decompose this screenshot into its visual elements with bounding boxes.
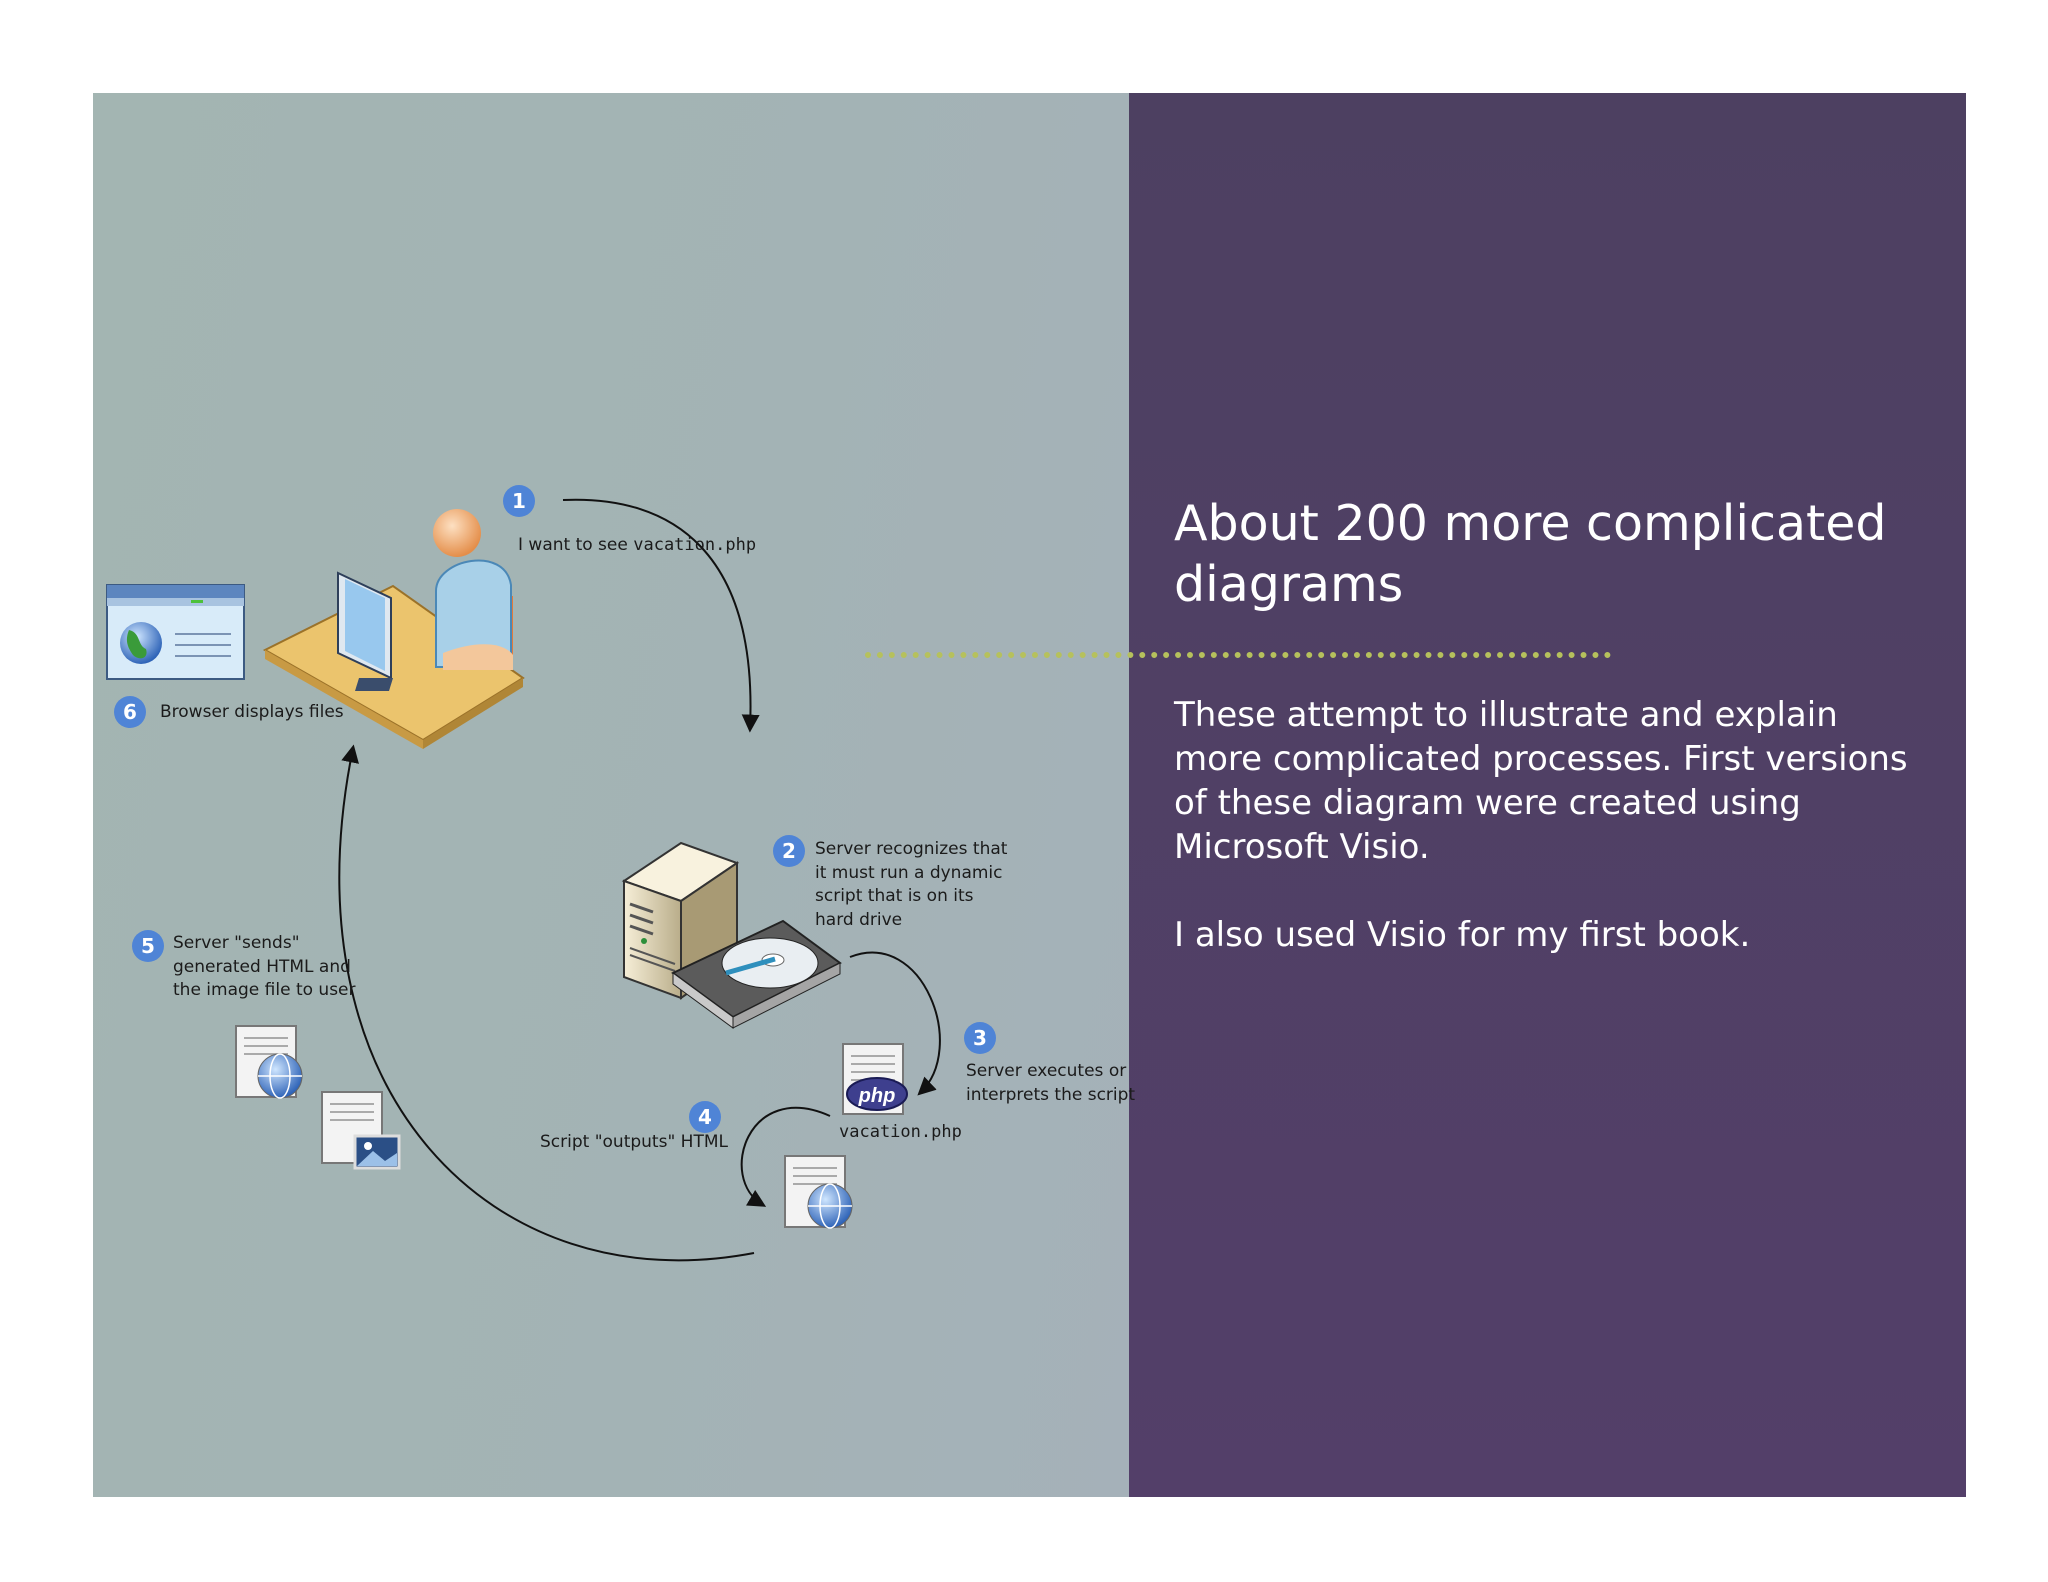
dotted-divider (865, 652, 1611, 658)
step-3-badge: 3 (964, 1022, 996, 1054)
html-document-icon (784, 1155, 853, 1229)
php-file-label: vacation.php (839, 1122, 962, 1142)
step-1-filename: vacation.php (633, 535, 757, 555)
step-5-label: Server "sends" generated HTML and the im… (173, 932, 356, 1003)
step-3-label: Server executes or interprets the script (966, 1060, 1135, 1107)
step-1-label: I want to see vacation.php (518, 534, 756, 558)
sent-html-document-icon (235, 1025, 303, 1099)
browser-window-icon (106, 584, 245, 680)
step-5-line: Server "sends" (173, 933, 300, 953)
step-5-badge: 5 (132, 930, 164, 962)
step-2-line: script that is on its (815, 886, 974, 906)
step-6-badge: 6 (114, 696, 146, 728)
step-2-line: it must run a dynamic (815, 862, 1003, 883)
text-panel (1129, 93, 1966, 1497)
sent-image-file-icon (321, 1091, 401, 1170)
step-2-badge: 2 (773, 835, 805, 867)
slide-title: About 200 more complicated diagrams (1174, 495, 1887, 613)
body-paragraph: These attempt to illustrate and explain … (1174, 695, 1908, 867)
step-5-line: generated HTML and (173, 956, 351, 977)
step-2-label: Server recognizes that it must run a dyn… (815, 838, 1007, 932)
step-4-badge: 4 (689, 1101, 721, 1133)
arrow-server-to-script (849, 951, 941, 1096)
step-1-badge: 1 (503, 485, 535, 517)
step-2-line: Server recognizes that (815, 839, 1008, 859)
arrow-html-to-browser (338, 744, 755, 1262)
step-2-line: hard drive (815, 909, 903, 930)
step-3-line: interprets the script (966, 1084, 1136, 1105)
user-at-desk-icon (262, 509, 525, 749)
slide: php (93, 93, 1966, 1497)
diagram-panel (93, 93, 1129, 1497)
step-5-line: the image file to user (173, 980, 356, 1000)
step-1-text: I want to see (518, 535, 634, 555)
process-diagram: php (106, 498, 941, 1262)
php-logo-text: php (858, 1085, 896, 1107)
php-file-icon: php (842, 1043, 908, 1115)
step-3-line: Server executes or (966, 1061, 1127, 1081)
body-text: These attempt to illustrate and explain … (1174, 693, 1934, 957)
body-paragraph: I also used Visio for my first book. (1174, 915, 1751, 955)
step-6-label: Browser displays files (160, 702, 344, 722)
arrow-script-to-html (740, 1107, 831, 1207)
step-4-label: Script "outputs" HTML (540, 1132, 728, 1152)
server-icon (621, 841, 740, 1000)
arrow-user-to-server (562, 498, 760, 733)
hard-drive-icon (671, 919, 842, 1029)
